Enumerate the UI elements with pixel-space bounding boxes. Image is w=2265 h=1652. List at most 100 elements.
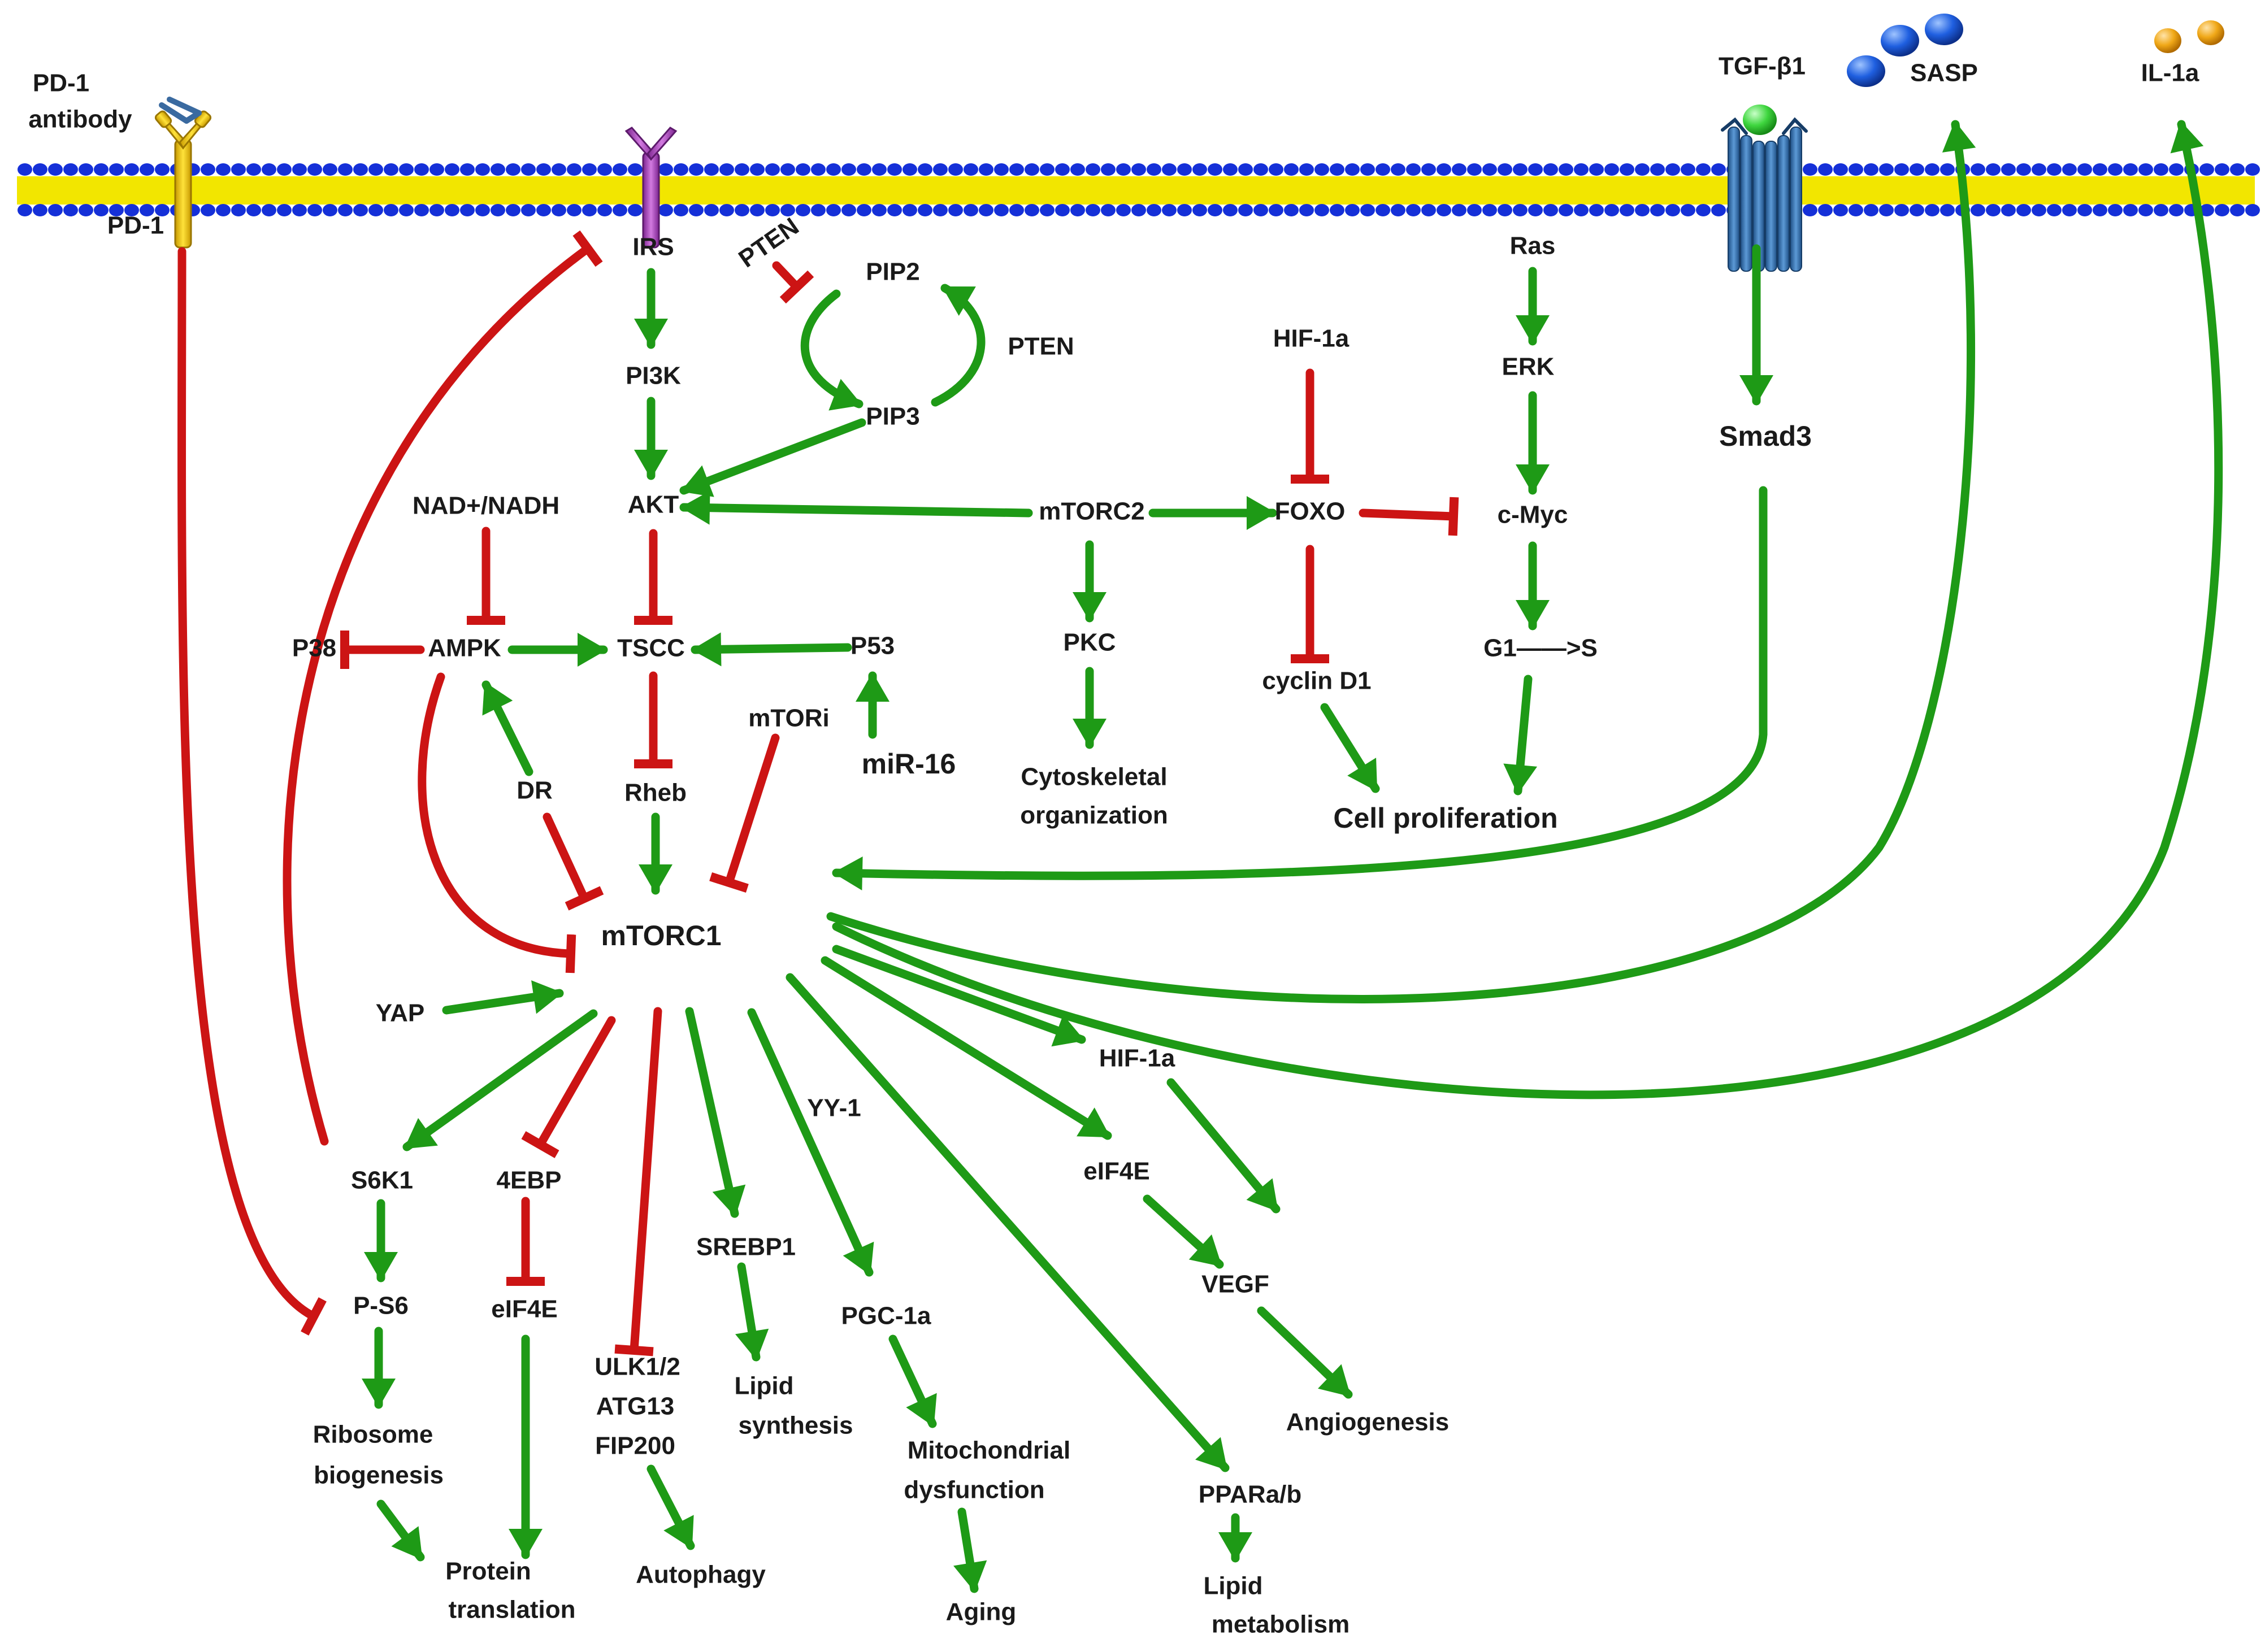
lipid-head xyxy=(719,163,734,176)
node-labels: PD-1 antibody PD-1 TGF-β1 SASP IL-1a IRS… xyxy=(28,53,2199,1638)
lipid-head xyxy=(567,163,582,176)
inhibition-line xyxy=(418,672,575,958)
lipid-head xyxy=(674,204,688,216)
lipid-head xyxy=(155,204,170,216)
lipid-head xyxy=(857,163,871,176)
lipid-head xyxy=(872,204,887,216)
lipid-head xyxy=(368,204,383,216)
mtorc1-node: mTORC1 xyxy=(601,920,721,951)
activation-arrow xyxy=(679,503,1033,518)
tgf-ligand-icon xyxy=(1743,105,1777,135)
lipid-head xyxy=(1543,163,1558,176)
lipid-head xyxy=(1513,204,1528,216)
arrowhead xyxy=(735,1328,769,1360)
lipid-head xyxy=(1559,204,1573,216)
lipid-head xyxy=(1498,204,1512,216)
hif1a-node: HIF-1a xyxy=(1273,325,1350,353)
lipid-head xyxy=(246,163,261,176)
arrowhead xyxy=(1942,121,1976,153)
lipid-head xyxy=(277,204,292,216)
lipid-head xyxy=(841,204,856,216)
lipid-head xyxy=(536,163,551,176)
arrowhead xyxy=(843,1241,874,1276)
ampk-node: AMPK xyxy=(428,634,501,662)
lipid-head xyxy=(658,163,673,176)
arrowhead xyxy=(712,1184,746,1217)
lipid-head xyxy=(1925,204,1939,216)
lipid-head xyxy=(1513,163,1528,176)
ribosome-biogenesis-node: Ribosome xyxy=(313,1421,433,1449)
sasp-particles-icon xyxy=(1847,14,1963,87)
mitochondrial-dysfunction-node: Mitochondrial xyxy=(908,1437,1070,1464)
lipid-head xyxy=(1116,204,1131,216)
lipid-head xyxy=(1025,163,1039,176)
lipid-head xyxy=(1238,163,1253,176)
lipid-head xyxy=(796,204,810,216)
lipid-head xyxy=(79,204,93,216)
lipid-head xyxy=(1833,204,1848,216)
lipid-head xyxy=(964,163,978,176)
mitochondrial-dysfunction-node: dysfunction xyxy=(904,1476,1044,1504)
lipid-head xyxy=(414,163,429,176)
inhibition-line xyxy=(543,812,589,903)
lipid-metabolism-node: metabolism xyxy=(1212,1611,1350,1638)
lipid-head xyxy=(1284,204,1299,216)
lipid-head xyxy=(353,163,368,176)
lipid-head xyxy=(994,204,1009,216)
lipid-head xyxy=(1635,204,1650,216)
yap-node: YAP xyxy=(376,999,424,1027)
lipid-head xyxy=(1574,163,1589,176)
ras-node: Ras xyxy=(1510,232,1556,260)
lipid-head xyxy=(338,163,353,176)
pathway-edges xyxy=(177,120,2223,1593)
lipid-head xyxy=(597,204,612,216)
arrowhead xyxy=(1318,1364,1351,1397)
lipid-head xyxy=(1452,163,1466,176)
lipid-head xyxy=(2062,163,2077,176)
lipid-head xyxy=(1177,204,1192,216)
lipid-head xyxy=(1559,163,1573,176)
ppar-node: PPARa/b xyxy=(1199,1481,1302,1508)
lipid-head xyxy=(582,163,597,176)
nad-nadh-node: NAD+/NADH xyxy=(413,492,559,520)
lipid-head xyxy=(1101,163,1116,176)
inhibition-bar xyxy=(340,631,349,669)
lipid-head xyxy=(384,163,398,176)
arrowhead xyxy=(634,450,668,479)
lipid-head xyxy=(2154,163,2168,176)
lipid-head xyxy=(1070,204,1085,216)
lipid-head xyxy=(2077,204,2092,216)
lipid-head xyxy=(948,163,963,176)
lipid-head xyxy=(445,204,459,216)
lipid-head xyxy=(2123,163,2138,176)
cytoskeletal-node: organization xyxy=(1020,802,1168,829)
lipid-head xyxy=(1330,204,1344,216)
cell-proliferation-node: Cell proliferation xyxy=(1333,802,1557,834)
lipid-head xyxy=(582,204,597,216)
pd1-antibody-label: antibody xyxy=(28,106,132,133)
lipid-head xyxy=(307,163,322,176)
lipid-head xyxy=(2108,204,2123,216)
lipid-head xyxy=(292,204,307,216)
lipid-head xyxy=(2077,163,2092,176)
p38-node: P38 xyxy=(292,634,336,662)
lipid-head xyxy=(109,163,124,176)
lipid-head xyxy=(323,163,337,176)
arrowhead xyxy=(1195,1437,1227,1471)
activation-arrow xyxy=(679,418,866,495)
lipid-head xyxy=(964,204,978,216)
lipid-head xyxy=(1330,163,1344,176)
lipid-head xyxy=(567,204,582,216)
lipid-head xyxy=(1940,204,1955,216)
lipid-head xyxy=(262,163,276,176)
lipid-head xyxy=(429,163,444,176)
cell-membrane xyxy=(17,163,2260,216)
lipid-head xyxy=(216,163,231,176)
inhibition-line xyxy=(630,1007,662,1355)
lipid-head xyxy=(2032,163,2046,176)
lipid-head xyxy=(414,204,429,216)
lipid-head xyxy=(719,204,734,216)
lipid-head xyxy=(1070,163,1085,176)
lipid-head xyxy=(124,163,139,176)
